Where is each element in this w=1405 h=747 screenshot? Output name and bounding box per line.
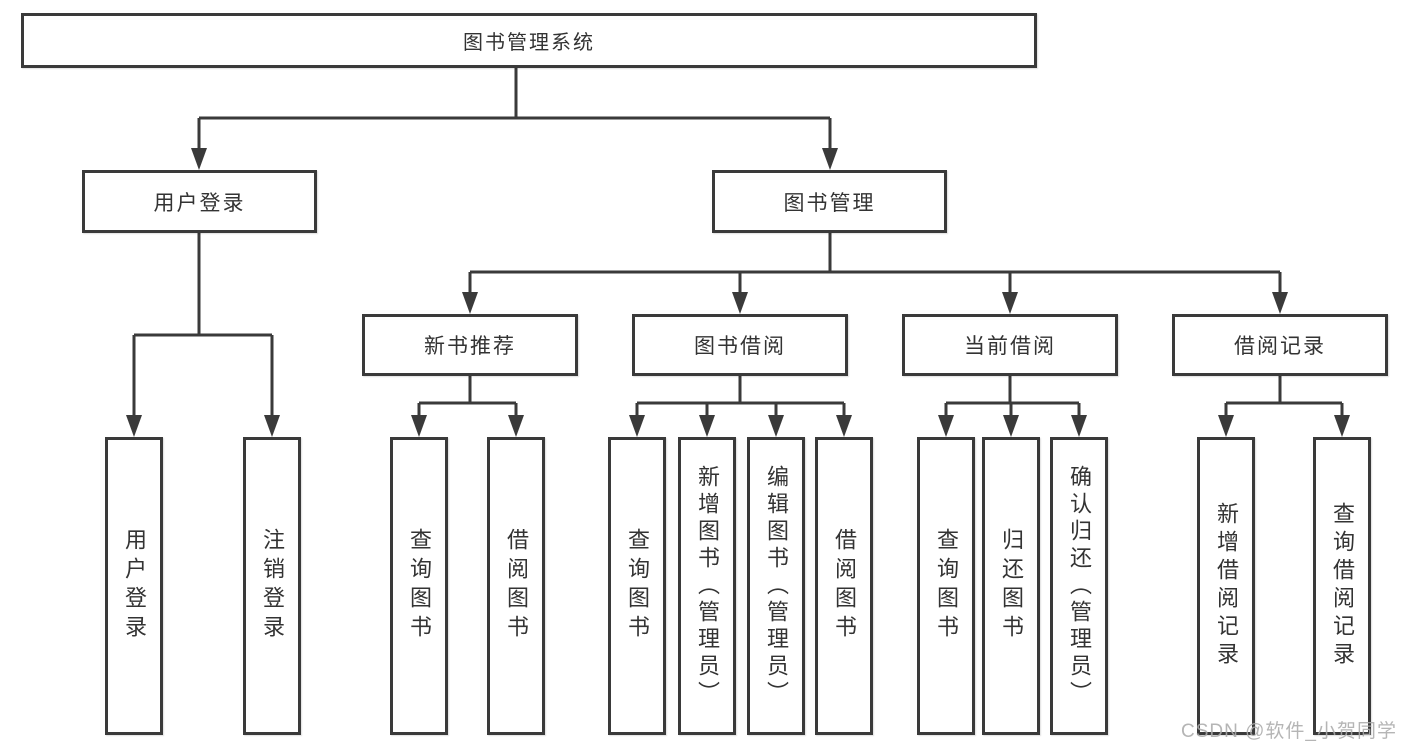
node-borrowing-records: 借阅记录: [1172, 314, 1388, 376]
leaf-query-books-newbook: 查询图书: [390, 437, 448, 735]
node-book-borrowing: 图书借阅: [632, 314, 848, 376]
connector-book-mgmt-split: [462, 233, 1288, 314]
connector-borrow-record-split: [1218, 376, 1350, 437]
connector-book-borrow-split: [629, 376, 852, 437]
node-user-login: 用户登录: [82, 170, 317, 233]
node-current-borrowing: 当前借阅: [902, 314, 1118, 376]
node-new-book-recommend: 新书推荐: [362, 314, 578, 376]
leaf-return-books: 归还图书: [982, 437, 1040, 735]
connector-current-borrow-split: [938, 376, 1087, 437]
node-library-system: 图书管理系统: [21, 13, 1037, 68]
leaf-edit-books-admin: 编辑图书（管理员）: [747, 437, 805, 735]
csdn-watermark: CSDN @软件_小贺同学: [1181, 721, 1397, 742]
leaf-add-borrow-record: 新增借阅记录: [1197, 437, 1255, 735]
leaf-add-books-admin: 新增图书（管理员）: [678, 437, 736, 735]
leaf-logout-login: 注销登录: [243, 437, 301, 735]
connector-user-login-split: [126, 233, 280, 437]
leaf-borrow-books-newbook: 借阅图书: [487, 437, 545, 735]
leaf-borrow-books-borrow: 借阅图书: [815, 437, 873, 735]
leaf-query-borrow-record: 查询借阅记录: [1313, 437, 1371, 735]
connector-root-split: [191, 68, 838, 170]
leaf-query-books-borrow: 查询图书: [608, 437, 666, 735]
connector-new-book-split: [411, 376, 524, 437]
node-book-management: 图书管理: [712, 170, 947, 233]
leaf-confirm-return-admin: 确认归还（管理员）: [1050, 437, 1108, 735]
leaf-query-books-current: 查询图书: [917, 437, 975, 735]
leaf-user-login: 用户登录: [105, 437, 163, 735]
